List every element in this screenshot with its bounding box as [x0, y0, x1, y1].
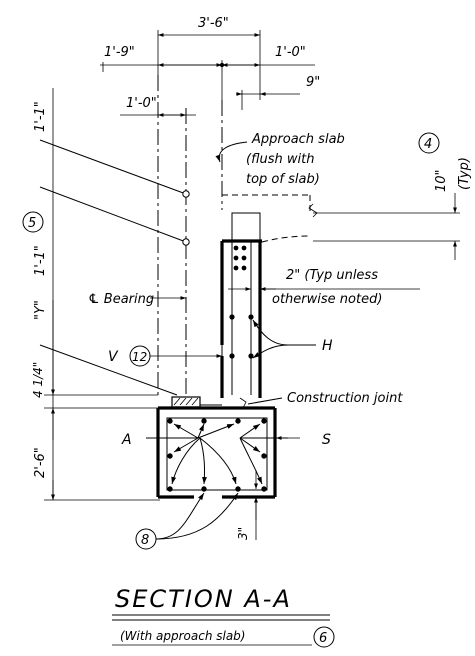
dim-left-bottom: 2'-6"	[33, 447, 48, 478]
dim-top-total: 3'-6"	[198, 16, 229, 31]
left-dimensions: 1'-1" 1'-1" "Y" 4 1/4" 2'-6"	[31, 88, 190, 501]
svg-text:H: H	[322, 338, 333, 354]
dim-right-offset: 1'-0"	[275, 45, 306, 60]
backwall: 2" (Typ unless otherwise noted)	[220, 212, 420, 398]
bar-s-label: S	[322, 432, 331, 448]
dim-left-offset: 1'-9"	[104, 45, 135, 60]
callout-5: 5	[22, 211, 44, 233]
svg-text:8: 8	[141, 533, 149, 548]
cap-beam: Construction joint A S	[121, 391, 403, 499]
dim-three-inch: 3"	[236, 527, 250, 540]
right-dimensions: 10" (Typ)	[434, 157, 472, 260]
dim-left-top: 1'-1"	[33, 101, 48, 132]
svg-text:V: V	[108, 349, 119, 365]
top-dimensions: 3'-6" 1'-9" 1'-0" 9" 1'-0"	[100, 16, 320, 117]
construction-joint-label: Construction joint	[287, 391, 403, 406]
dim-right-typ: (Typ)	[457, 157, 472, 190]
callout-8: 8	[135, 492, 239, 550]
guide-lines	[157, 75, 223, 395]
callout-4: 4	[418, 132, 440, 154]
bar-a-label: A	[121, 432, 132, 448]
dim-left-mid: 1'-1"	[33, 245, 48, 276]
svg-text:6: 6	[319, 631, 327, 646]
bearing-label: ℄ Bearing	[88, 292, 186, 307]
dim-nine-inch: 9"	[306, 75, 320, 90]
svg-text:12: 12	[132, 350, 147, 364]
svg-text:4: 4	[424, 137, 432, 152]
dim-left-y: "Y"	[33, 300, 48, 320]
bearing-pad	[171, 396, 222, 408]
approach-slab-label-2: (flush with	[246, 152, 314, 167]
approach-slab-label-3: top of slab)	[246, 172, 320, 187]
approach-slab-label-1: Approach slab	[251, 132, 345, 147]
svg-text:5: 5	[28, 216, 36, 231]
dim-right-ten: 10"	[434, 169, 449, 192]
svg-text:℄ Bearing: ℄ Bearing	[88, 292, 154, 307]
title-main: SECTION A-A	[115, 585, 292, 613]
approach-slab: Approach slab (flush with top of slab)	[215, 132, 460, 243]
dim-bearing-offset: 1'-0"	[126, 96, 157, 111]
title-sub: (With approach slab)	[120, 629, 245, 643]
dim-left-quarter: 4 1/4"	[31, 362, 45, 398]
section-title: SECTION A-A (With approach slab) 6	[112, 585, 335, 648]
bar-h-label: H	[252, 319, 333, 359]
dim-two-inch-2: otherwise noted)	[272, 292, 382, 307]
dim-two-inch-1: 2" (Typ unless	[286, 268, 378, 283]
bar-v-label: V 12	[108, 345, 222, 367]
three-inch-dim: 3"	[236, 470, 258, 540]
